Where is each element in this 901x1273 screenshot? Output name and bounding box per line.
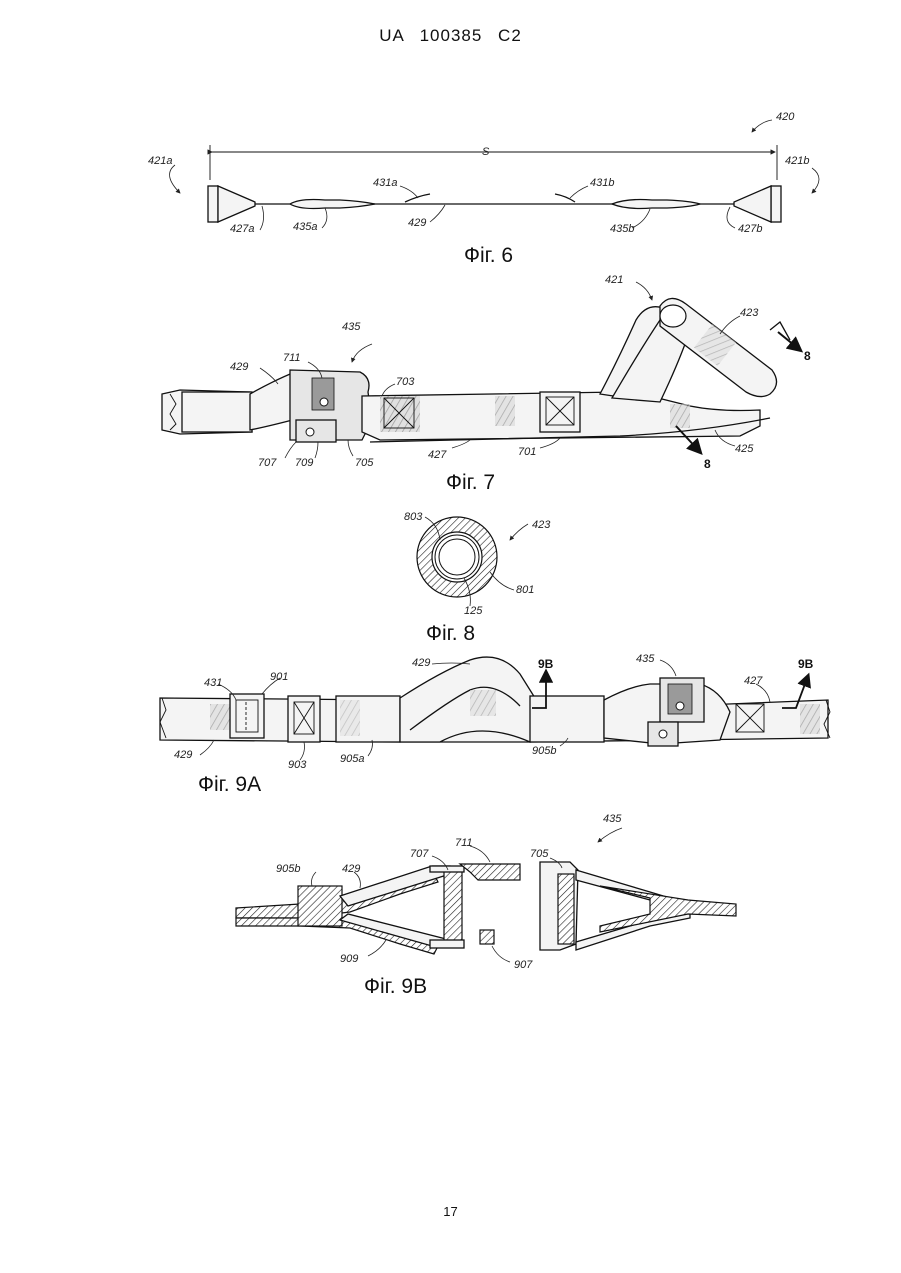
fig9a-label-905b: 905b: [532, 745, 556, 757]
fig8-label-125: 125: [464, 605, 483, 617]
figure-9b: 435 711 707 705 905b 429 909 907 Фіг. 9В: [236, 813, 736, 998]
fig9a-caption: Фіг. 9А: [198, 773, 261, 796]
fig9a-label-435: 435: [636, 653, 655, 665]
fig8-label-801: 801: [516, 584, 534, 596]
fig7-label-429: 429: [230, 361, 248, 373]
figure-9a: 429 9B 435 9B 431 901 427 429 903 905a 9…: [160, 653, 830, 796]
fig9a-label-903: 903: [288, 759, 307, 771]
fig9b-label-435: 435: [603, 813, 622, 825]
fig9b-label-707: 707: [410, 848, 429, 860]
fig9a-label-431: 431: [204, 677, 222, 689]
fig8-label-423: 423: [532, 519, 551, 531]
fig9a-label-901: 901: [270, 671, 288, 683]
fig9a-section-9b-left: 9B: [538, 657, 554, 671]
fig9b-label-429: 429: [342, 863, 360, 875]
fig6-label-421b: 421b: [785, 155, 809, 167]
fig6-label-421a: 421a: [148, 155, 172, 167]
fig7-section-8-bottom: 8: [704, 457, 711, 471]
figure-7: 435 421 423 429 711 703 8 707 709 705 42…: [162, 274, 811, 494]
fig9b-label-711: 711: [455, 837, 473, 849]
fig7-label-425: 425: [735, 443, 754, 455]
fig7-label-707: 707: [258, 457, 277, 469]
fig6-label-429: 429: [408, 217, 426, 229]
fig7-label-701: 701: [518, 446, 536, 458]
fig6-label-431b: 431b: [590, 177, 614, 189]
figure-6: S 420 421a 421b 431a 431b 427a 435a 429 …: [148, 111, 819, 267]
fig9a-label-429-top: 429: [412, 657, 430, 669]
fig7-label-711: 711: [283, 352, 301, 364]
fig7-label-421: 421: [605, 274, 623, 286]
fig9b-label-905b: 905b: [276, 863, 300, 875]
fig9a-label-905a: 905a: [340, 753, 364, 765]
fig9a-section-9b-right: 9B: [798, 657, 814, 671]
fig7-label-423: 423: [740, 307, 759, 319]
fig7-label-435: 435: [342, 321, 361, 333]
fig6-label-427b: 427b: [738, 223, 762, 235]
fig6-label-s: S: [482, 146, 490, 158]
fig7-label-705: 705: [355, 457, 374, 469]
fig8-label-803: 803: [404, 511, 423, 523]
fig7-label-427: 427: [428, 449, 447, 461]
fig6-label-427a: 427a: [230, 223, 254, 235]
fig6-label-435b: 435b: [610, 223, 634, 235]
fig7-label-709: 709: [295, 457, 313, 469]
figure-8: 803 423 801 125 Фіг. 8: [404, 511, 551, 645]
fig7-section-8-top: 8: [804, 349, 811, 363]
fig9b-caption: Фіг. 9В: [364, 975, 427, 998]
fig7-caption: Фіг. 7: [446, 471, 495, 494]
page-number: 17: [0, 1204, 901, 1219]
fig9b-label-909: 909: [340, 953, 358, 965]
fig6-label-435a: 435a: [293, 221, 317, 233]
fig6-label-431a: 431a: [373, 177, 397, 189]
fig9a-label-429: 429: [174, 749, 192, 761]
fig9a-label-427: 427: [744, 675, 763, 687]
fig9b-label-705: 705: [530, 848, 549, 860]
fig9b-label-907: 907: [514, 959, 533, 971]
fig6-label-420: 420: [776, 111, 795, 123]
fig8-caption: Фіг. 8: [426, 622, 475, 645]
fig6-caption: Фіг. 6: [464, 244, 513, 267]
fig7-label-703: 703: [396, 376, 415, 388]
